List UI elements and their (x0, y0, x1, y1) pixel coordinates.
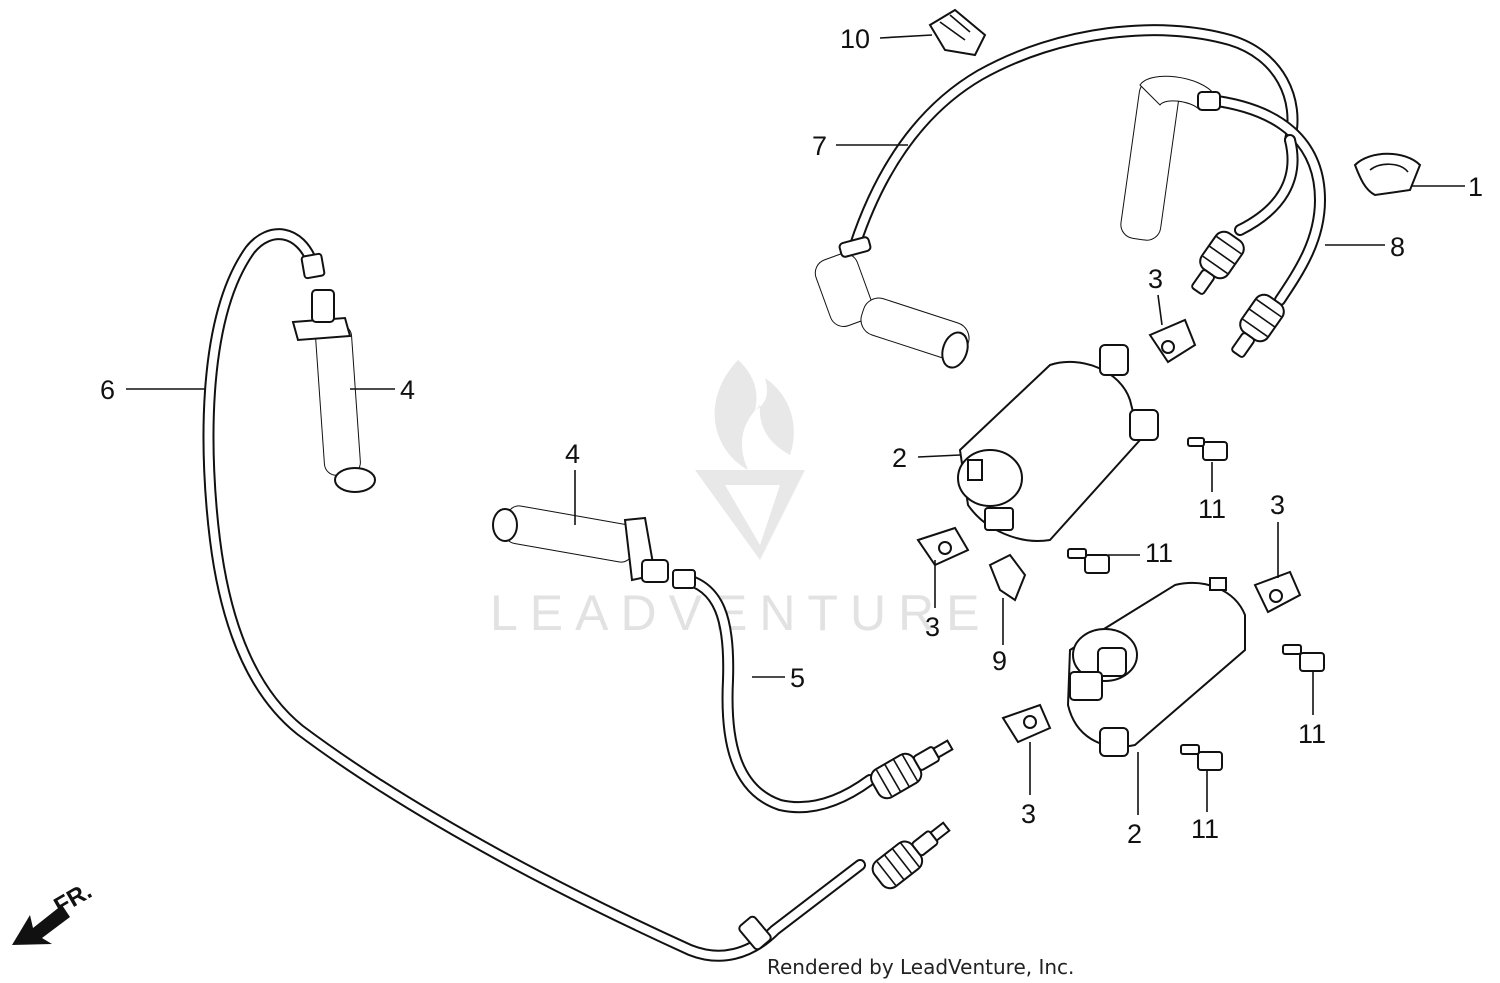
plug-cap-4-upper (291, 289, 376, 493)
leader-lines (126, 34, 1465, 815)
callout-2: 2 (892, 443, 907, 473)
plug-cap-4-lower (492, 505, 669, 583)
high-tension-cord-6 (202, 228, 951, 962)
callout-1: 1 (1468, 172, 1483, 202)
callout-11: 11 (1191, 814, 1219, 844)
callout-11: 11 (1198, 494, 1226, 524)
callout-11: 11 (1298, 719, 1326, 749)
bracket-9 (988, 553, 1027, 602)
front-direction-indicator: FR. (12, 877, 96, 945)
callout-2: 2 (1127, 819, 1142, 849)
bolt-11-a (1187, 437, 1228, 461)
callout-11: 11 (1145, 538, 1173, 568)
watermark-text: LEADVENTURE (490, 585, 992, 641)
high-tension-cord-7 (814, 24, 1299, 369)
bolt-11-b (1067, 548, 1110, 574)
ignition-coil-2-upper (957, 344, 1159, 542)
callout-3: 3 (1270, 490, 1285, 520)
callout-9: 9 (992, 646, 1007, 676)
callout-7: 7 (812, 131, 827, 161)
callout-10: 10 (840, 24, 870, 54)
render-credit: Rendered by LeadVenture, Inc. (767, 955, 1074, 979)
callout-4: 4 (565, 439, 580, 469)
clamp-3-b (916, 526, 970, 567)
callout-3: 3 (1148, 264, 1163, 294)
high-tension-cord-5 (672, 569, 954, 814)
bolt-11-d (1180, 744, 1223, 771)
callout-4: 4 (400, 375, 415, 405)
front-arrow-icon (12, 905, 70, 945)
clamp-3-a (1148, 318, 1197, 364)
callout-8: 8 (1390, 232, 1405, 262)
bolt-11-c (1282, 644, 1325, 672)
callout-5: 5 (790, 663, 805, 693)
high-tension-cord-8 (1120, 75, 1326, 358)
clamp-3-d (1001, 703, 1052, 744)
callout-3: 3 (1021, 799, 1036, 829)
callout-6: 6 (100, 375, 115, 405)
clip-10 (928, 8, 987, 57)
callout-3: 3 (925, 612, 940, 642)
watermark-logo (695, 360, 805, 560)
callout-labels: 10 7 1 8 3 6 4 4 2 11 11 3 3 9 5 11 3 2 … (100, 24, 1483, 849)
clamp-1 (1353, 152, 1422, 197)
ignition-coil-2-lower (1066, 577, 1246, 757)
